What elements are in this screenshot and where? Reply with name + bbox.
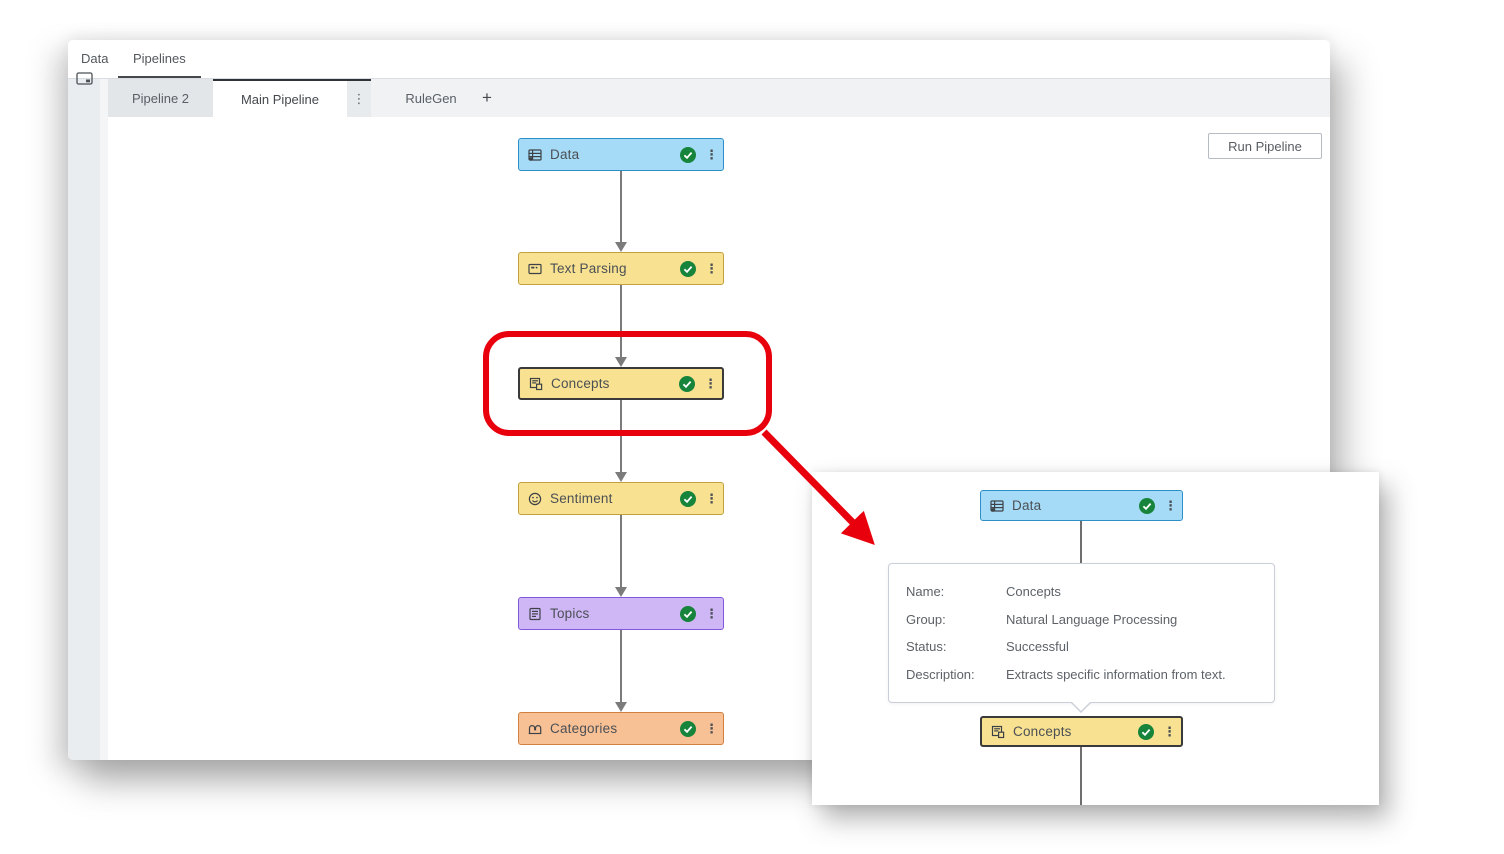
status-success-icon	[1139, 497, 1155, 514]
node-categories[interactable]: Categories ⋮	[518, 712, 724, 745]
add-pipeline-icon[interactable]: +	[482, 88, 492, 107]
status-success-icon	[679, 375, 695, 392]
concepts-icon	[528, 376, 544, 392]
status-success-icon	[680, 720, 696, 737]
status-success-icon	[680, 605, 696, 622]
node-text-parsing[interactable]: Text Parsing ⋮	[518, 252, 724, 285]
node-label: Topics	[550, 606, 590, 621]
header-tab-pipelines[interactable]: Pipelines	[118, 40, 201, 78]
status-success-icon	[680, 260, 696, 277]
connector-line	[620, 285, 622, 358]
connector-arrowhead-icon	[615, 357, 627, 367]
tooltip-value: Natural Language Processing	[1006, 611, 1178, 627]
left-sidebar	[68, 79, 100, 760]
node-kebab-icon: ⋮	[1163, 723, 1176, 739]
node-label: Text Parsing	[550, 261, 627, 276]
node-kebab-icon[interactable]: ⋮	[705, 260, 718, 276]
connector-arrowhead-icon	[615, 587, 627, 597]
connector-arrowhead-icon	[615, 702, 627, 712]
node-kebab-icon[interactable]: ⋮	[704, 375, 717, 391]
tooltip-row: Group: Natural Language Processing	[906, 606, 1264, 634]
node-details-tooltip: Name: Concepts Group: Natural Language P…	[888, 563, 1275, 703]
data-icon	[989, 498, 1005, 514]
node-kebab-icon[interactable]: ⋮	[705, 605, 718, 621]
sentiment-icon	[527, 491, 543, 507]
tooltip-row: Description: Extracts specific informati…	[906, 661, 1264, 689]
panel-toggle-icon[interactable]	[76, 71, 94, 86]
node-label: Concepts	[551, 376, 610, 391]
connector-arrowhead-icon	[615, 472, 627, 482]
status-success-icon	[680, 490, 696, 507]
connector-line	[620, 515, 622, 588]
tab-menu-kebab-icon[interactable]: ⋮	[347, 81, 371, 117]
connector-line	[620, 400, 622, 473]
node-data[interactable]: Data ⋮	[518, 138, 724, 171]
header-tab-data[interactable]: Data	[81, 51, 109, 66]
inset-node-concepts: Concepts ⋮	[980, 716, 1183, 747]
tooltip-value: Successful	[1006, 639, 1069, 655]
node-kebab-icon[interactable]: ⋮	[705, 720, 718, 736]
tab-pipeline-2[interactable]: Pipeline 2	[108, 79, 213, 117]
node-label: Sentiment	[550, 491, 613, 506]
magnified-inset-panel: Data ⋮ Name: Concepts Group: Natural Lan…	[812, 472, 1379, 805]
node-kebab-icon[interactable]: ⋮	[705, 490, 718, 506]
tooltip-row: Name: Concepts	[906, 578, 1264, 606]
app-window: Data Pipelines Pipeline 2 Main Pipeline …	[68, 40, 1330, 760]
data-icon	[527, 147, 543, 163]
tooltip-caret	[1071, 701, 1091, 711]
node-label: Concepts	[1013, 724, 1072, 739]
node-label: Categories	[550, 721, 618, 736]
node-kebab-icon[interactable]: ⋮	[705, 146, 718, 162]
inset-node-data: Data ⋮	[980, 490, 1183, 521]
tab-main-pipeline[interactable]: Main Pipeline ⋮	[213, 79, 371, 117]
node-sentiment[interactable]: Sentiment ⋮	[518, 482, 724, 515]
tab-main-pipeline-label: Main Pipeline	[240, 91, 320, 107]
connector-line	[620, 171, 622, 243]
connector-arrowhead-icon	[615, 242, 627, 252]
connector-line	[1080, 747, 1082, 805]
run-pipeline-button[interactable]: Run Pipeline	[1208, 133, 1322, 159]
connector-line	[1080, 521, 1082, 563]
tooltip-label: Description:	[906, 666, 975, 682]
text-parsing-icon	[527, 261, 543, 277]
status-success-icon	[680, 146, 696, 163]
status-success-icon	[1138, 723, 1154, 740]
left-sidebar-strip	[100, 79, 108, 760]
tooltip-value: Concepts	[1006, 584, 1061, 600]
node-topics[interactable]: Topics ⋮	[518, 597, 724, 630]
connector-line	[620, 630, 622, 703]
pipeline-tab-bar: Pipeline 2 Main Pipeline ⋮ RuleGen +	[108, 79, 1330, 117]
concepts-icon	[990, 724, 1006, 740]
tooltip-label: Group:	[906, 611, 946, 627]
node-kebab-icon: ⋮	[1164, 497, 1177, 513]
node-concepts[interactable]: Concepts ⋮	[518, 367, 724, 400]
categories-icon	[527, 721, 543, 737]
node-label: Data	[550, 147, 580, 162]
tab-rulegen[interactable]: RuleGen	[405, 90, 457, 106]
tooltip-value: Extracts specific information from text.	[1006, 666, 1226, 682]
tooltip-row: Status: Successful	[906, 633, 1264, 661]
app-header: Data Pipelines	[68, 40, 1330, 79]
topics-icon	[527, 606, 543, 622]
node-label: Data	[1012, 498, 1042, 513]
tooltip-label: Status:	[906, 639, 947, 655]
tooltip-label: Name:	[906, 584, 945, 600]
